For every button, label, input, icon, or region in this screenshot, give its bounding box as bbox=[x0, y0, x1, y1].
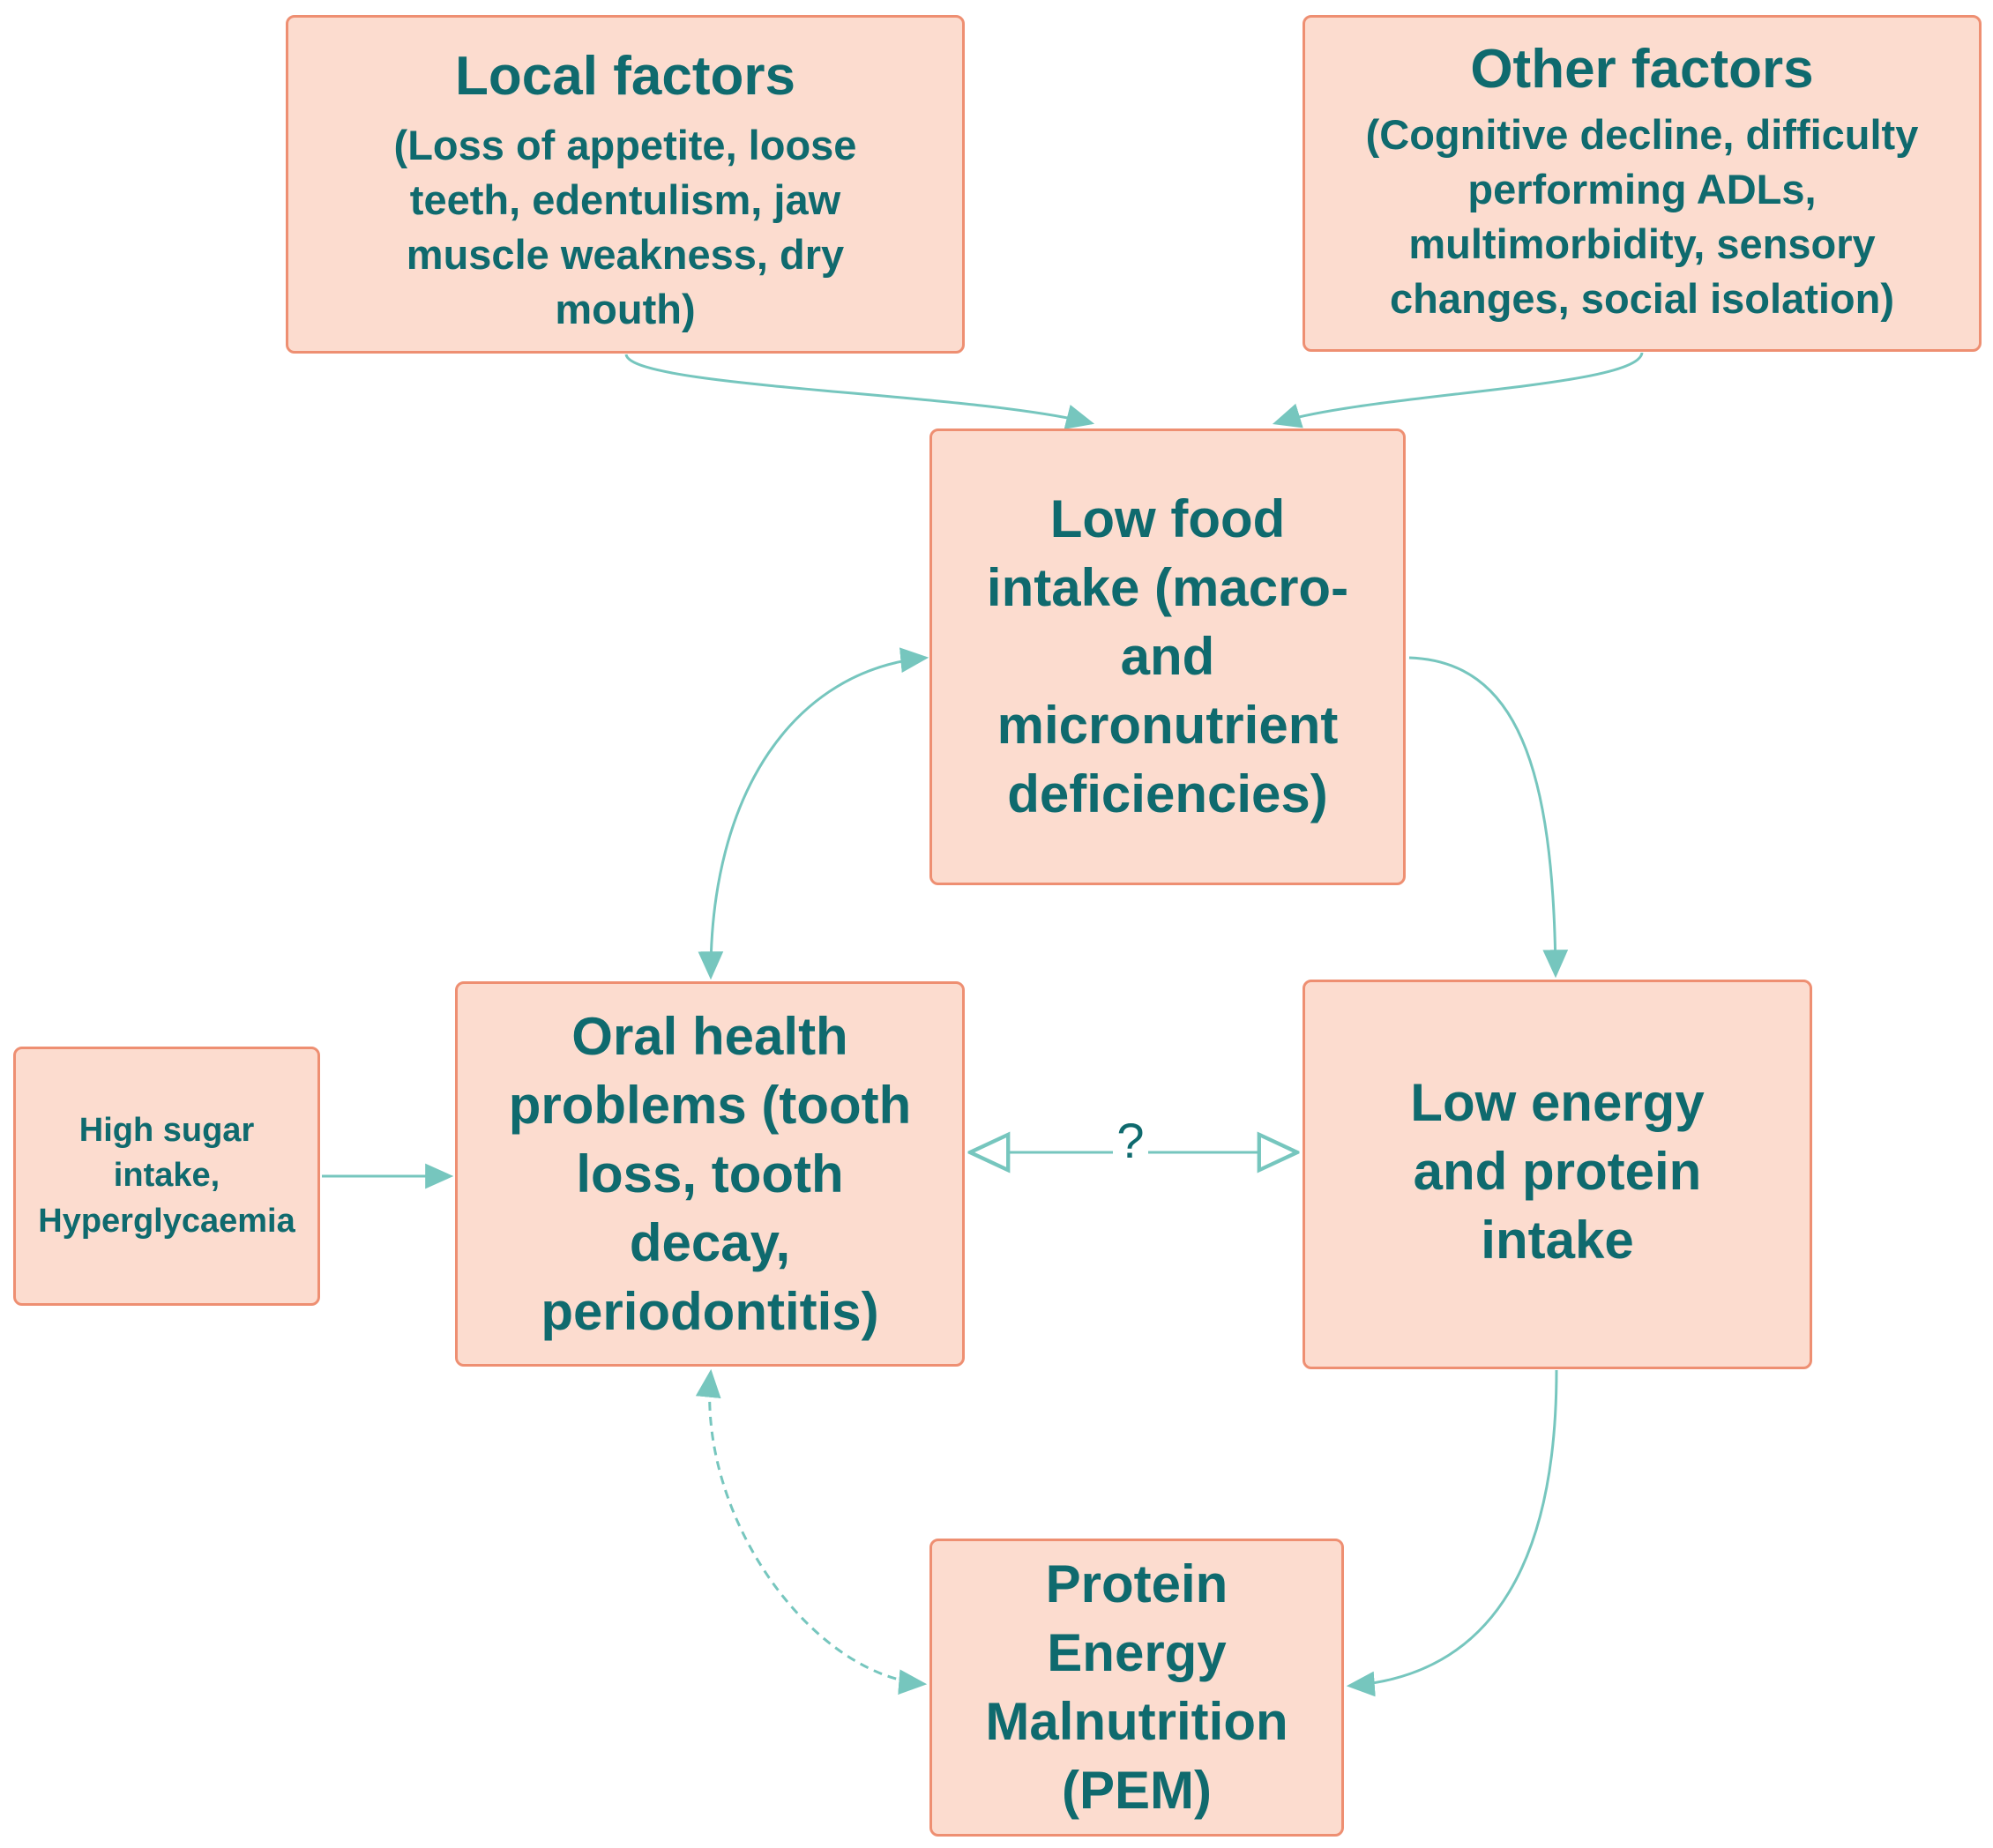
edge-energy-to-pem bbox=[1346, 1369, 1558, 1697]
node-low-food-intake-label: Low food intake (macro- and micronutrien… bbox=[986, 489, 1349, 823]
node-low-energy-protein-intake: Low energy and protein intake bbox=[1303, 980, 1812, 1369]
edge-local-to-lowfood bbox=[624, 354, 1095, 429]
edge-lowfood-to-energy bbox=[1408, 656, 1569, 979]
edge-oral-pem-dashed bbox=[695, 1368, 928, 1695]
node-oral-health-problems: Oral health problems (tooth loss, tooth … bbox=[455, 981, 965, 1367]
node-other-factors-title: Other factors bbox=[1470, 39, 1814, 100]
node-low-energy-protein-intake-label: Low energy and protein intake bbox=[1410, 1073, 1705, 1270]
node-other-factors: Other factors (Cognitive decline, diffic… bbox=[1303, 15, 1982, 352]
node-oral-health-problems-label: Oral health problems (tooth loss, tooth … bbox=[508, 1006, 912, 1341]
node-high-sugar-intake-label: High sugar intake, Hyperglycaemia bbox=[38, 1112, 295, 1240]
node-low-food-intake: Low food intake (macro- and micronutrien… bbox=[929, 428, 1406, 885]
node-local-factors: Local factors (Loss of appetite, loose t… bbox=[286, 15, 965, 354]
node-other-factors-detail: (Cognitive decline, difficulty performin… bbox=[1365, 111, 1919, 323]
node-local-factors-detail: (Loss of appetite, loose teeth, edentuli… bbox=[393, 122, 857, 333]
node-protein-energy-malnutrition: Protein Energy Malnutrition (PEM) bbox=[929, 1539, 1344, 1837]
edge-other-to-lowfood bbox=[1272, 352, 1644, 428]
edge-oral-energy-label: ? bbox=[1113, 1116, 1148, 1166]
edge-lowfood-oral bbox=[698, 647, 929, 980]
node-high-sugar-intake: High sugar intake, Hyperglycaemia bbox=[13, 1047, 320, 1306]
node-protein-energy-malnutrition-label: Protein Energy Malnutrition (PEM) bbox=[985, 1554, 1288, 1820]
node-local-factors-title: Local factors bbox=[455, 46, 795, 107]
